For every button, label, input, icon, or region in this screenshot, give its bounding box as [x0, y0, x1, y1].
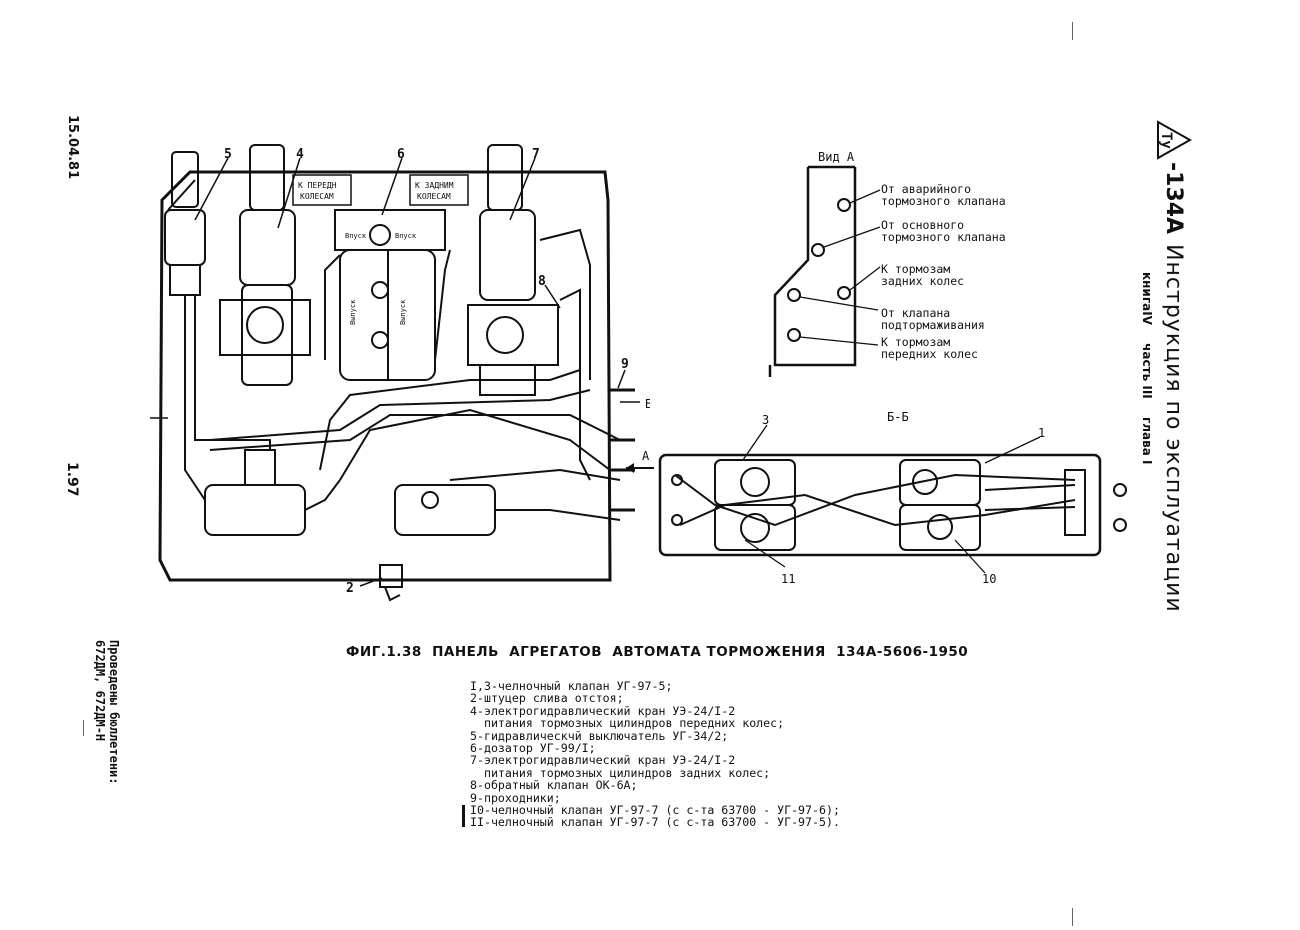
aircraft-model: -134А [1161, 162, 1187, 235]
manual-title: Инструкция по эксплуатации [1161, 244, 1187, 613]
callout-8: 8 [538, 274, 546, 289]
margin-date: 15.04.81 [65, 115, 80, 180]
view-a-arrow-icon: А [626, 450, 654, 473]
legend-item: 2-штуцер слива отстоя; [470, 691, 624, 706]
rear-wheels-label-1: К ЗАДНИМ [415, 181, 454, 190]
margin-tick [1072, 908, 1073, 926]
legend-item: 4-электрогидравлический кран УЭ-24/I-2 [470, 703, 736, 718]
view-a-label-3: К тормозам задних колес [881, 262, 965, 288]
section-bb-drawing: 3 1 11 10 [658, 415, 1127, 586]
outlet-right: Выпуск [399, 299, 407, 325]
callout-6: 6 [397, 147, 405, 162]
bulletins-line1: Проведены бюллетени: [107, 640, 121, 785]
bulletins-line2: 672ДМ, 672ДМ-Н [93, 640, 107, 742]
view-a-label-5: К тормозам передних колес [881, 335, 978, 361]
legend-item: питания тормозных цилиндров задних колес… [470, 765, 771, 780]
page-number: 1.97 [64, 462, 80, 497]
margin-tick [83, 720, 84, 736]
view-a-label-1: От аварийного тормозного клапана [881, 182, 1006, 208]
legend-item: 6-дозатор УГ-99/I; [470, 741, 596, 756]
part-label: часть [1140, 343, 1154, 382]
figure-legend: I,3-челночный клапан УГ-97-5; 2-штуцер с… [470, 680, 840, 829]
callout-4: 4 [296, 147, 304, 162]
callout-5: 5 [224, 147, 232, 162]
figure-caption: ФИГ.1.38 ПАНЕЛЬ АГРЕГАТОВ АВТОМАТА ТОРМО… [346, 644, 969, 660]
inlet-right: Впуск [395, 232, 417, 240]
bulletins-note: Проведены бюллетени: 672ДМ, 672ДМ-Н [93, 640, 121, 785]
callout-11: 11 [781, 572, 795, 586]
margin-tick [1072, 22, 1073, 40]
chapter-label: глава [1140, 416, 1154, 456]
brake-panel-drawing: К ПЕРЕДН КОЛЕСАМ К ЗАДНИМ КОЛЕСАМ Впуск … [150, 144, 650, 602]
change-bar [462, 805, 465, 827]
chapter-number: I [1140, 460, 1154, 465]
legend-item: I,3-челночный клапан УГ-97-5; [470, 679, 673, 693]
part-number: III [1140, 385, 1154, 399]
view-a-title: Вид А [818, 150, 855, 164]
book-number: IV [1140, 311, 1154, 325]
callout-9: 9 [621, 357, 629, 372]
view-a-label-4: От клапана подтормаживания [881, 306, 985, 332]
section-bb-title: Б-Б [887, 410, 909, 424]
legend-item: 7-электрогидравлический кран УЭ-24/I-2 [470, 753, 736, 768]
inlet-left: Впуск [345, 232, 367, 240]
callout-3: 3 [762, 415, 769, 427]
callout-10: 10 [982, 572, 996, 586]
outlet-left: Выпуск [349, 299, 357, 325]
section-mark-a: А [642, 450, 650, 463]
front-wheels-label-1: К ПЕРЕДН [298, 181, 337, 190]
legend-item: 5-гидравлическчй выключатель УГ-34/2; [470, 728, 729, 743]
legend-item: 9-проходники; [470, 790, 561, 805]
view-a-drawing [768, 165, 881, 377]
callout-2: 2 [346, 581, 354, 596]
rear-wheels-label-2: КОЛЕСАМ [417, 192, 451, 201]
legend-item: 8-обратный клапан ОК-6А; [470, 778, 638, 793]
book-part-chapter: книгаIV часть III глава I [1140, 272, 1154, 464]
book-label: книга [1140, 272, 1154, 312]
view-a-label-2: От основного тормозного клапана [881, 218, 1006, 244]
section-mark-b-right: Б [645, 397, 650, 411]
callout-1: 1 [1038, 426, 1045, 440]
legend-item: II-челночный клапан УГ-97-7 (с с-та 6370… [470, 815, 840, 830]
front-wheels-label-2: КОЛЕСАМ [300, 192, 334, 201]
aircraft-logo-icon: Ту [1157, 120, 1192, 160]
svg-text:Ту: Ту [1158, 132, 1174, 149]
document-header: Ту -134А Инструкция по эксплуатации книг… [1140, 120, 1192, 613]
callout-7: 7 [532, 147, 540, 162]
legend-item: I0-челночный клапан УГ-97-7 (с с-та 6370… [470, 803, 840, 818]
legend-item: питания тормозных цилиндров передних кол… [470, 716, 785, 731]
